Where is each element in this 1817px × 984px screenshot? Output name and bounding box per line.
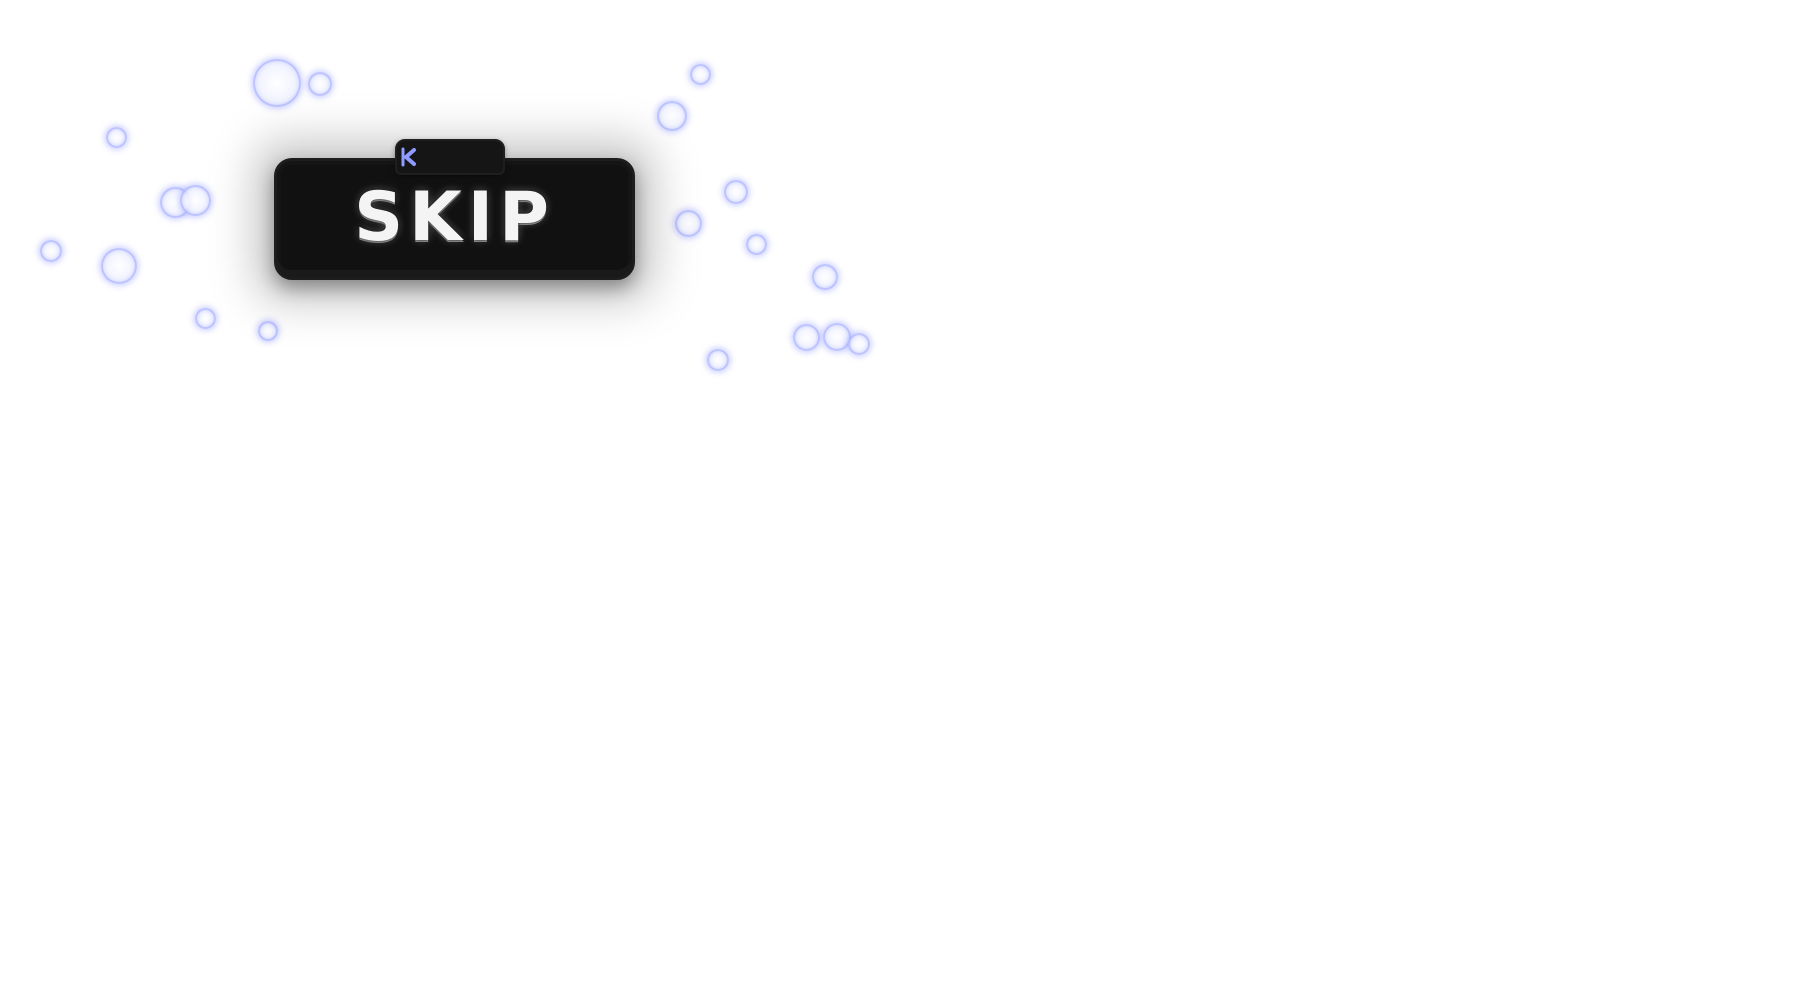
bubble-icon [707, 349, 729, 371]
bubble-icon [724, 180, 748, 204]
skip-button[interactable]: SKIP [274, 158, 635, 280]
skip-button-container: SKIP [254, 139, 655, 302]
bubble-icon [308, 72, 332, 96]
skip-button-tab [395, 139, 505, 175]
bubble-icon [180, 185, 211, 216]
bubble-icon [40, 240, 62, 262]
rewind-icon[interactable] [400, 147, 418, 167]
bubble-icon [253, 59, 301, 107]
bubble-icon [848, 333, 870, 355]
bubble-icon [746, 234, 767, 255]
bubble-icon [106, 127, 127, 148]
bubble-icon [690, 64, 711, 85]
bubble-icon [195, 308, 216, 329]
bubble-icon [793, 324, 820, 351]
bubble-icon [812, 264, 838, 290]
bubble-icon [657, 101, 687, 131]
bubble-icon [101, 248, 137, 284]
bubble-icon [675, 210, 702, 237]
skip-label: SKIP [354, 177, 555, 257]
bubble-icon [258, 321, 278, 341]
bubble-icon [823, 323, 851, 351]
